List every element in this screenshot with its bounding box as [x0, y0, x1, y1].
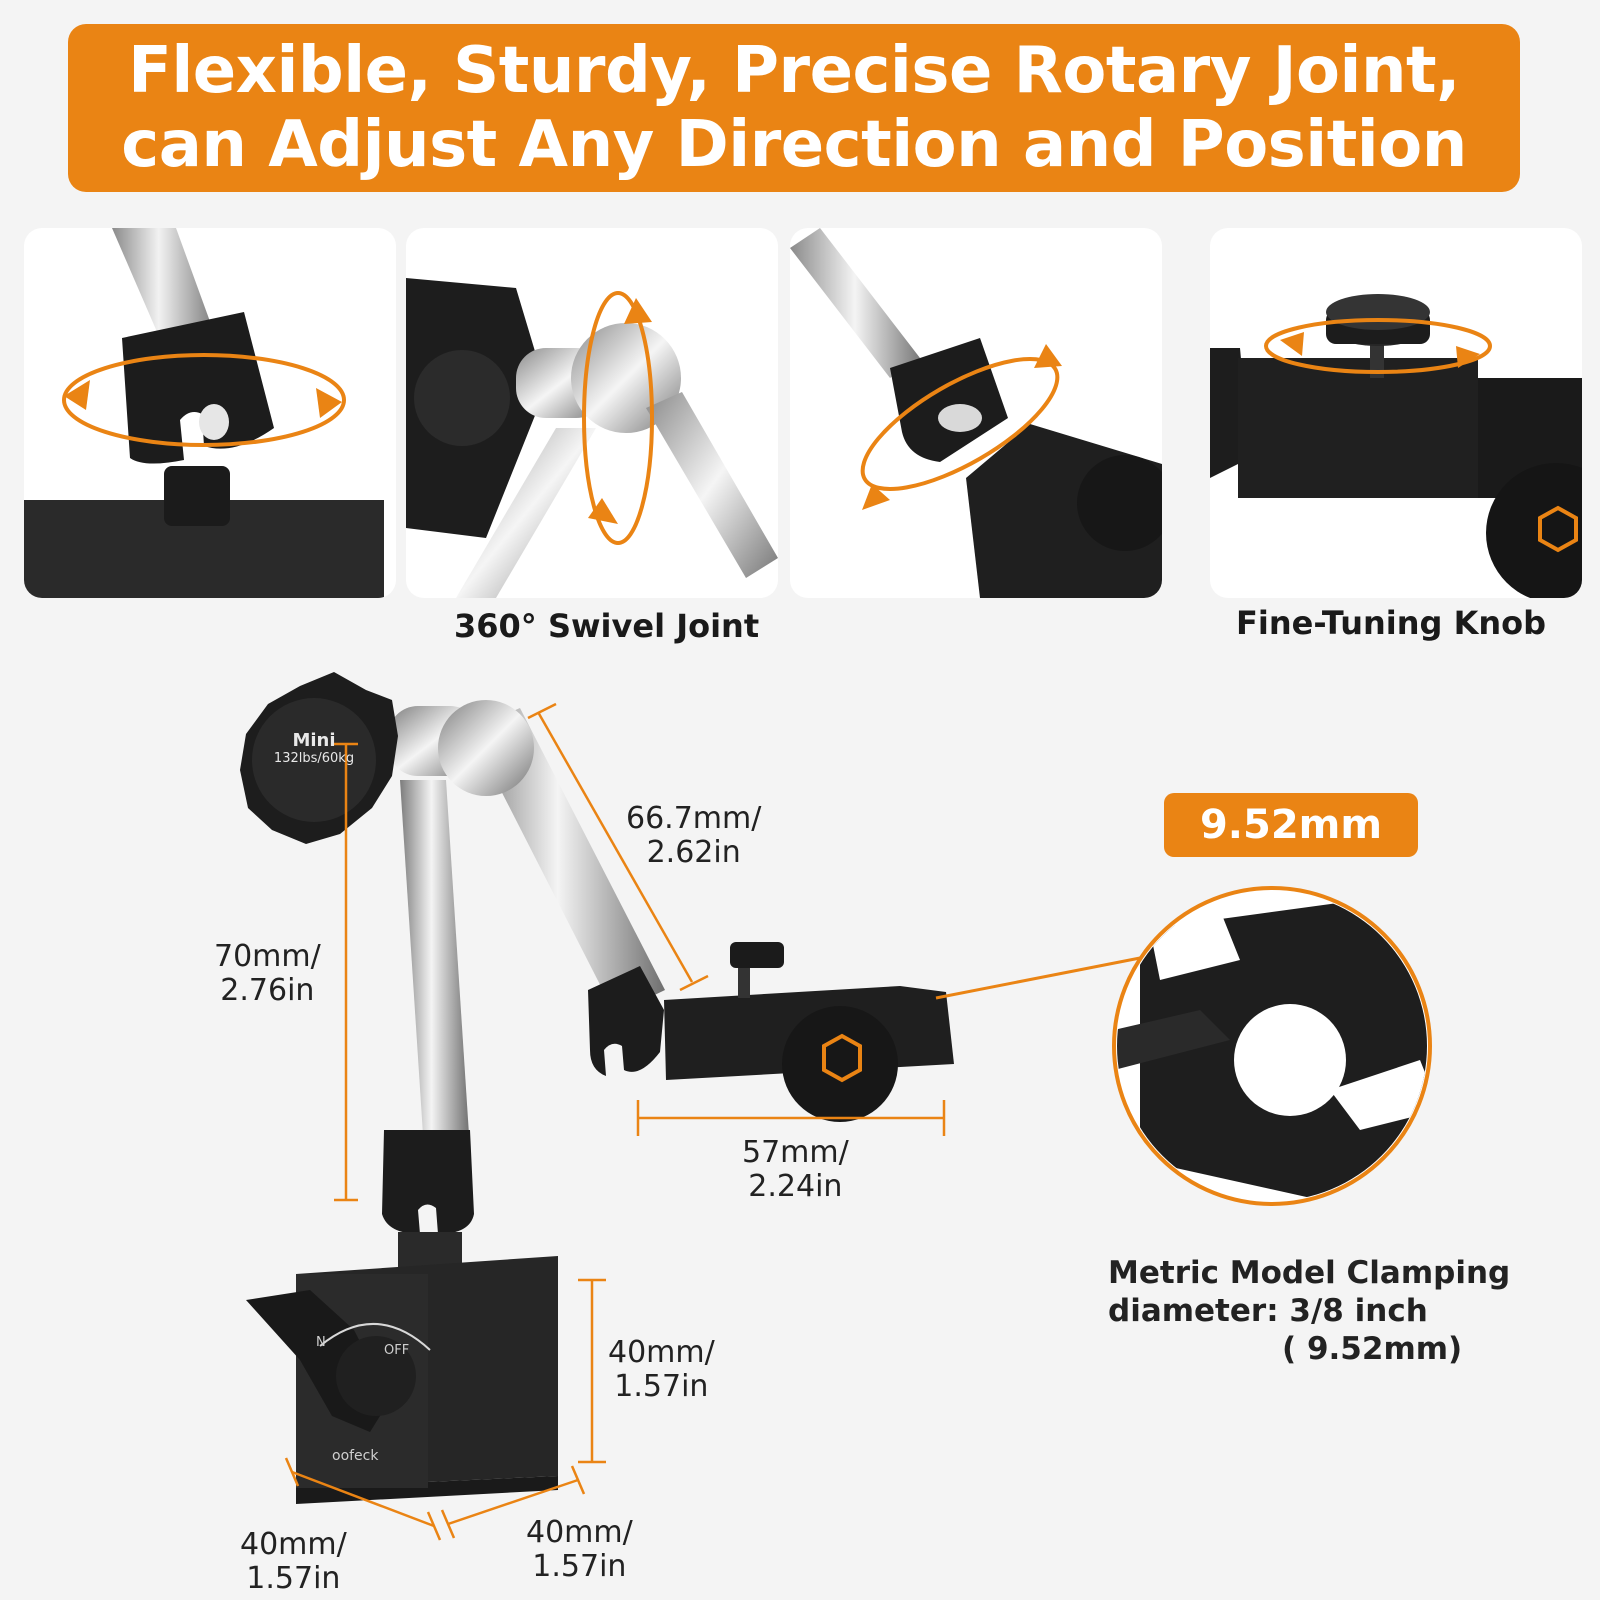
upper-arm-rod — [470, 708, 665, 1014]
clamp-note-line-2: diameter: 3/8 inch — [1108, 1293, 1428, 1329]
dim-base-width: 40mm/ 1.57in — [240, 1528, 347, 1596]
dim-base-width-mm: 40mm/ — [240, 1527, 347, 1562]
knob-label: Mini 132lbs/60kg — [262, 730, 366, 766]
base-brand-label: oofeck — [332, 1448, 379, 1464]
dim-base-depth-in: 1.57in — [532, 1549, 627, 1584]
knob-rating-label: 132lbs/60kg — [273, 751, 355, 766]
detail-panel-swivel-joint — [406, 228, 778, 598]
brand-logo-icon — [822, 1033, 862, 1083]
base-joint-illustration — [24, 228, 384, 598]
dim-base-height: 40mm/ 1.57in — [608, 1336, 715, 1404]
caption-swivel-joint: 360° Swivel Joint — [454, 607, 760, 645]
swivel-joint-illustration — [406, 278, 778, 598]
lower-arm-rod — [400, 780, 470, 1150]
caption-fine-tuning-knob: Fine-Tuning Knob — [1236, 604, 1547, 642]
banner-line-2: can Adjust Any Direction and Position — [121, 108, 1467, 182]
dim-base-depth: 40mm/ 1.57in — [526, 1516, 633, 1584]
dim-base-depth-mm: 40mm/ — [526, 1515, 633, 1550]
clamp-diameter-badge: 9.52mm — [1164, 793, 1418, 857]
detail-panel-fine-tuning — [1210, 228, 1582, 598]
dim-base-height-mm: 40mm/ — [608, 1335, 715, 1370]
dim-clamp-length-in: 2.24in — [748, 1169, 843, 1204]
dim-base-height-in: 1.57in — [614, 1369, 709, 1404]
dim-lower-arm-in: 2.76in — [220, 973, 315, 1008]
base-joint-cup — [382, 1130, 474, 1234]
dimension-lines — [284, 702, 946, 1541]
dim-upper-arm-in: 2.62in — [646, 835, 741, 870]
clamp-note-line-3: ( 9.52mm) — [1282, 1331, 1463, 1367]
dim-base-width-in: 1.57in — [246, 1561, 341, 1596]
switch-off-label: OFF — [384, 1343, 409, 1358]
header-banner: Flexible, Sturdy, Precise Rotary Joint, … — [68, 24, 1520, 192]
dim-lower-arm-mm: 70mm/ — [214, 939, 321, 974]
dim-upper-arm-mm: 66.7mm/ — [626, 801, 762, 836]
dim-upper-arm: 66.7mm/ 2.62in — [626, 802, 761, 870]
clamp-note-line-1: Metric Model Clamping — [1108, 1255, 1511, 1291]
knob-model-label: Mini — [292, 730, 336, 751]
fine-tuning-illustration — [1210, 294, 1582, 598]
dim-lower-arm: 70mm/ 2.76in — [214, 940, 321, 1008]
clamp-joint-illustration — [790, 228, 1162, 598]
detail-panel-clamp-joint — [790, 228, 1162, 598]
clamp-lock-knob — [782, 1006, 898, 1122]
clamp-joint-cup — [588, 966, 664, 1076]
dim-clamp-length: 57mm/ 2.24in — [742, 1136, 849, 1204]
detail-panel-base-joint — [24, 228, 396, 598]
switch-on-label: N — [316, 1335, 326, 1350]
dim-clamp-length-mm: 57mm/ — [742, 1135, 849, 1170]
clamp-diameter-note: Metric Model Clamping diameter: 3/8 inch… — [1108, 1254, 1510, 1368]
clamp-fine-tuning-knob — [730, 942, 784, 968]
banner-line-1: Flexible, Sturdy, Precise Rotary Joint, — [128, 34, 1460, 108]
